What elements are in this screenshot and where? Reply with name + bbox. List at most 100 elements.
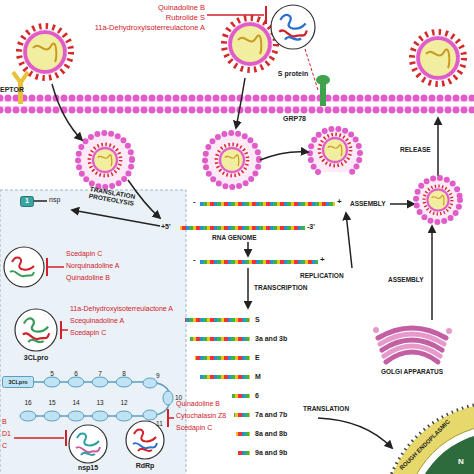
- subgenomic-rna: [238, 451, 250, 455]
- diagram-label: 16: [24, 399, 31, 406]
- inset-circle: [271, 5, 315, 49]
- vesicle: [205, 133, 259, 187]
- node-label: nsp15: [78, 464, 98, 472]
- membrane-head: [0, 95, 474, 102]
- inhibition-bar: [65, 430, 67, 446]
- protein-ribbon: [12, 258, 34, 270]
- inhibition-line: [61, 329, 68, 331]
- inhibitor-name: Cytochalasin Z8: [176, 412, 226, 420]
- node-label: GOLGI APPARATUS: [381, 368, 443, 375]
- diagram-label: 9a and 9b: [255, 449, 287, 457]
- diagram-label: 7: [98, 370, 102, 377]
- node-label: RdRp: [136, 462, 155, 470]
- diagram-label: +: [320, 256, 325, 265]
- process-arrows: [34, 78, 438, 448]
- inhibitor-name: Quinadoline B: [66, 274, 110, 282]
- arrow: [346, 213, 352, 268]
- receptor-head: [316, 75, 330, 85]
- nsp-segment: [44, 377, 60, 387]
- arrow: [318, 418, 392, 448]
- diagram-label: 8a and 8b: [255, 430, 287, 438]
- protein-ribbon: [23, 333, 49, 339]
- node-label: 3CLpro: [8, 379, 27, 385]
- endosome: [78, 129, 360, 187]
- protein-ribbon: [133, 443, 157, 448]
- box-shape: [21, 197, 34, 207]
- nsp-segment: [116, 411, 132, 421]
- inhibition-line: [47, 266, 64, 268]
- subgenomic-rna: [232, 394, 250, 398]
- inhibition-bar: [265, 6, 267, 24]
- inhibitor-name: Quinadoline B: [158, 4, 205, 12]
- inhibitor-name: 11a-Dehydroxyisoterreulactone A: [70, 305, 173, 313]
- inhibition-line: [14, 437, 64, 439]
- inset-circle: [69, 425, 107, 463]
- arrow: [437, 118, 439, 176]
- diagram-label: 3a and 3b: [255, 335, 287, 343]
- nsp-segment: [116, 377, 132, 387]
- rna-strand: [200, 202, 335, 206]
- subgenomic-rna: [200, 375, 250, 379]
- release-vesicle: [416, 178, 460, 222]
- arrow: [247, 268, 249, 308]
- nsp-box: 1: [20, 196, 34, 207]
- golgi-vesicle: [446, 328, 452, 334]
- protein-inset: S protein: [270, 4, 316, 50]
- vesicle: [416, 178, 460, 222]
- golgi-cisterna: [386, 352, 438, 362]
- diagram-label: -: [193, 198, 196, 207]
- subgenomic-rna: [236, 432, 250, 436]
- arrow: [72, 210, 160, 226]
- protein-ribbon: [76, 447, 100, 452]
- vesicle: [78, 133, 132, 187]
- arrow: [390, 203, 414, 205]
- receptor-stem: [320, 82, 326, 106]
- inset-protein: [4, 247, 44, 287]
- protein-inset: 3CLpro: [14, 308, 58, 352]
- protein-ribbon: [285, 37, 301, 40]
- protein-ribbon: [23, 318, 49, 342]
- connector-line: [34, 200, 47, 202]
- diagram-label: +5': [161, 223, 171, 231]
- diagram-label: M: [255, 373, 261, 381]
- polyprotein-box: 3CLpro: [2, 376, 34, 388]
- protein-ribbon: [138, 449, 152, 451]
- inhibition-line: [207, 14, 264, 16]
- ribosomes: [382, 402, 474, 474]
- protein-inset: [4, 247, 44, 287]
- protein-inset: nsp15: [68, 424, 108, 464]
- subgenomic-rna: [195, 356, 250, 360]
- inhibitor-name: B: [2, 418, 7, 426]
- diagram-label: 13: [96, 399, 103, 406]
- diagram-label: REPLICATION: [300, 272, 344, 279]
- protein-ribbon: [76, 434, 100, 456]
- inhibition-bars: [14, 258, 174, 446]
- node-label: 1: [25, 197, 29, 205]
- diagram-label: -3': [307, 223, 315, 231]
- diagram-label: 8: [122, 370, 126, 377]
- golgi-apparatus: GOLGI APPARATUS: [372, 322, 452, 366]
- golgi-apparatus-outline: [372, 322, 452, 366]
- arrow: [260, 152, 308, 160]
- inhibition-bar: [60, 321, 62, 339]
- diagram-label: GRP78: [283, 115, 306, 123]
- inhibitor-name: Rubrolide S: [166, 14, 205, 22]
- inhibitor-name: Scedapin C: [70, 329, 106, 337]
- inhibitor-name: Quinadoline B: [176, 400, 220, 408]
- inhibitor-name: 11a-Dehydroxyisoterreulactone A: [95, 24, 205, 32]
- protein-ribbon: [81, 453, 95, 455]
- nsp-segment: [143, 378, 157, 388]
- diagram-label: nsp: [49, 196, 60, 204]
- virion: [216, 144, 247, 175]
- grp78-receptor: [316, 75, 330, 106]
- protein-ribbon: [10, 271, 34, 276]
- diagram-label: ASSEMBLY: [388, 276, 424, 283]
- virion: [19, 26, 71, 78]
- nsp-segment: [20, 411, 36, 421]
- diagram-label: +: [337, 198, 342, 207]
- protein-ribbon: [279, 15, 307, 40]
- nsp-segment: [163, 391, 173, 405]
- node-label: 3CLpro: [24, 354, 49, 362]
- diagram-label: 14: [72, 399, 79, 406]
